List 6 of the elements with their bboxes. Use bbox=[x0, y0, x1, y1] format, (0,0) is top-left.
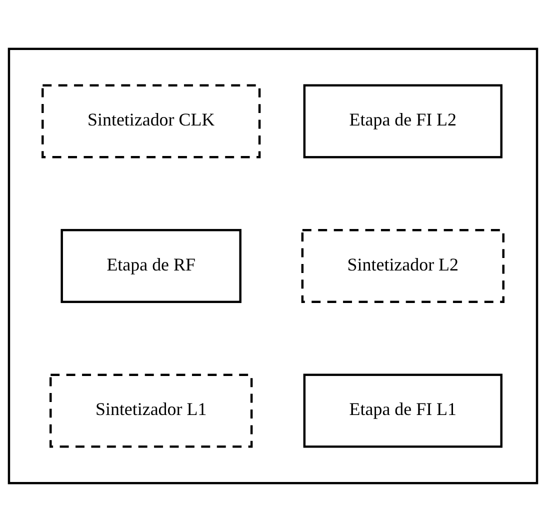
process-box: Etapa de FI L1 bbox=[303, 374, 502, 448]
process-box: Sintetizador L2 bbox=[301, 228, 504, 304]
process-box: Sintetizador L1 bbox=[50, 374, 253, 448]
process-box: Sintetizador CLK bbox=[42, 84, 261, 158]
process-box: Etapa de FI L2 bbox=[303, 84, 502, 158]
process-box: Etapa de RF bbox=[60, 228, 242, 304]
